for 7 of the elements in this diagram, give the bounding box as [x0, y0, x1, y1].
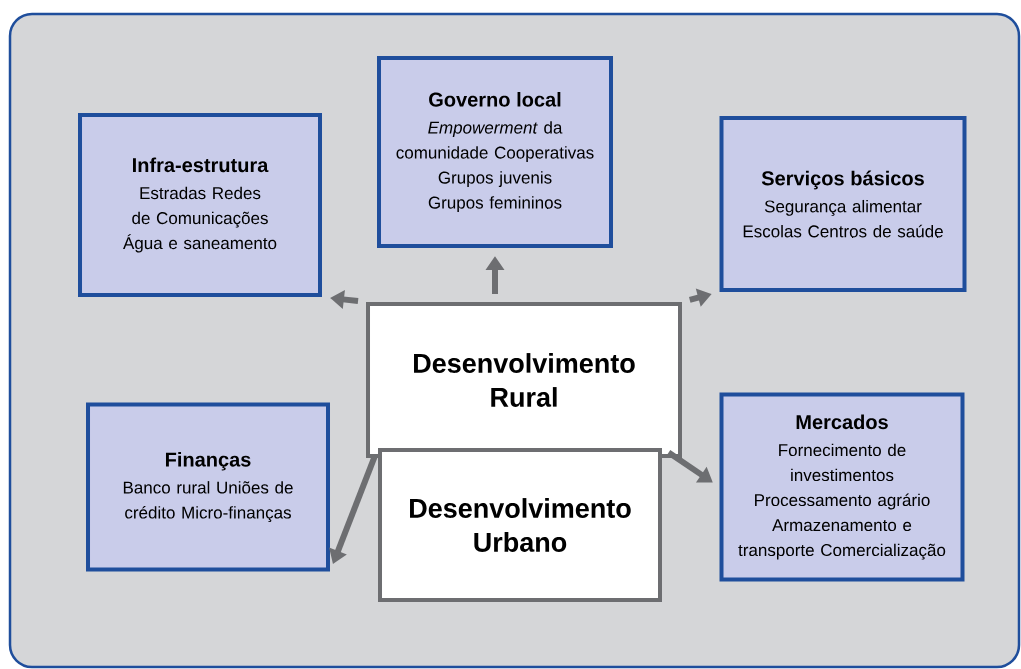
title-box: Desenvolvimento Urbano: [378, 448, 662, 602]
topic-box: Serviços básicos Segurança alimentar Escolas Centros de saúde: [719, 116, 967, 292]
topic-box: Mercados Fornecimento de investimentos Processamento agrário Armazenamento e transporte Comercialização: [719, 392, 965, 582]
topic-box: Governo local Empowerment da comunidade Cooperativas Grupos juvenis Grupos femininos: [377, 56, 613, 248]
title-box: Desenvolvimento Rural: [366, 302, 682, 458]
topic-box: Finanças Banco rural Uniões de crédito Micro-finanças: [86, 402, 330, 572]
topic-box: Infra-estrutura Estradas Redes de Comunicações Água e saneamento: [78, 113, 322, 297]
